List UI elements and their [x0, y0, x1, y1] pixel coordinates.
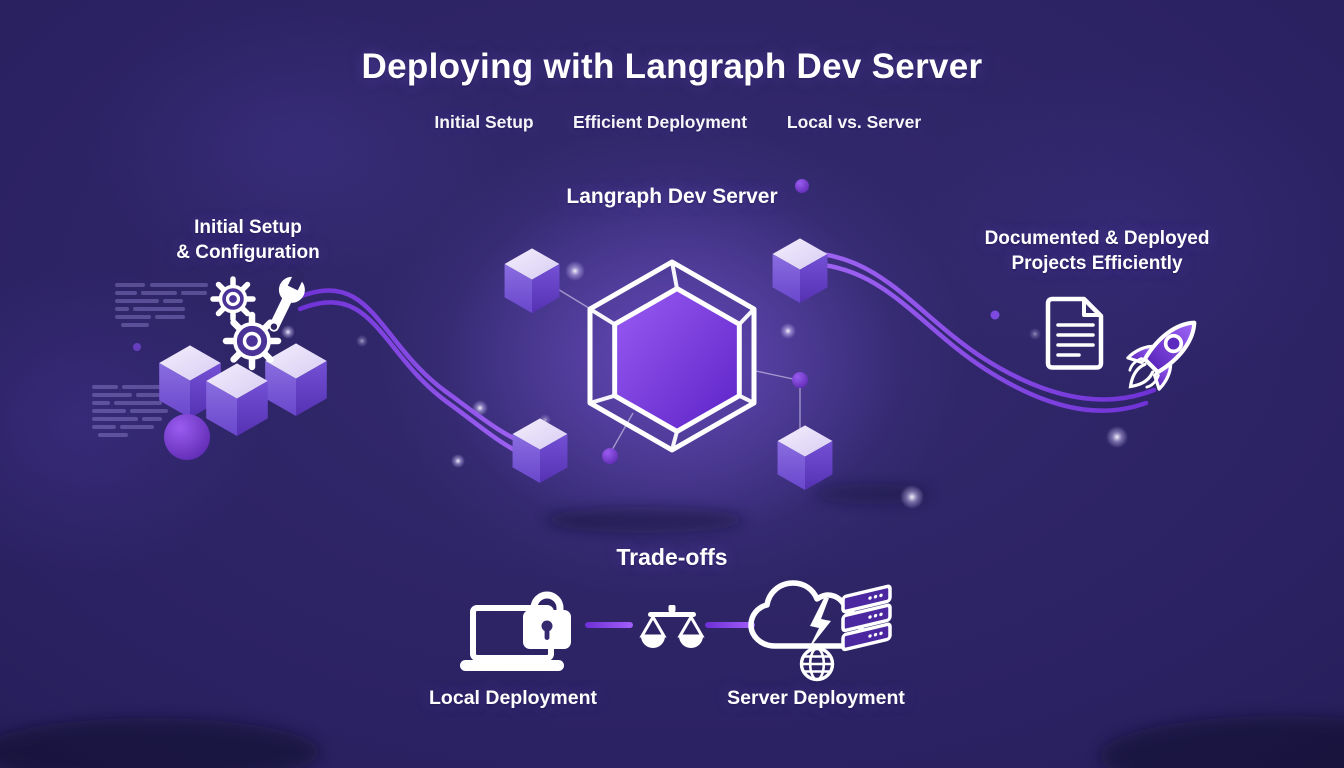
sphere-accent [164, 414, 210, 460]
left-section-label: Initial Setup & Configuration [176, 215, 320, 265]
subtitle-initial-setup: Initial Setup [434, 112, 534, 132]
cube-icon [265, 343, 327, 416]
document-icon [1045, 296, 1104, 370]
right-section-label-line2: Projects Efficiently [1011, 253, 1183, 274]
code-lines-icon [92, 283, 208, 437]
flow-curve-right [809, 250, 1157, 413]
subtitle-local-vs-server: Local vs. Server [786, 112, 922, 132]
left-section-label-line1: Initial Setup [194, 217, 302, 238]
tradeoff-link-left [585, 622, 633, 628]
tradeoffs-title: Trade-offs [616, 544, 728, 570]
local-deployment-label: Local Deployment [429, 687, 597, 709]
left-section-label-line2: & Configuration [176, 242, 320, 263]
globe-icon [799, 646, 835, 682]
gear-icon [222, 311, 282, 371]
page-title: Deploying with Langraph Dev Server [361, 47, 983, 86]
laptop-lock-icon [460, 591, 571, 671]
right-section-label-line1: Documented & Deployed [984, 228, 1210, 249]
wrench-icon [268, 269, 306, 332]
rocket-icon [1126, 320, 1197, 391]
server-stack-icon [841, 584, 892, 652]
tradeoff-link-right [705, 622, 755, 628]
flow-curve-left [296, 288, 536, 459]
subtitle-efficient-deployment: Efficient Deployment [572, 112, 748, 132]
server-deployment-label: Server Deployment [727, 687, 905, 709]
right-section-label: Documented & Deployed Projects Efficient… [985, 226, 1210, 276]
node-dot-icon [133, 179, 1000, 464]
gear-icon [210, 276, 256, 322]
balance-scale-icon [639, 605, 705, 648]
center-node-label: Langraph Dev Server [566, 185, 778, 208]
hexagon-core-icon [587, 259, 757, 453]
